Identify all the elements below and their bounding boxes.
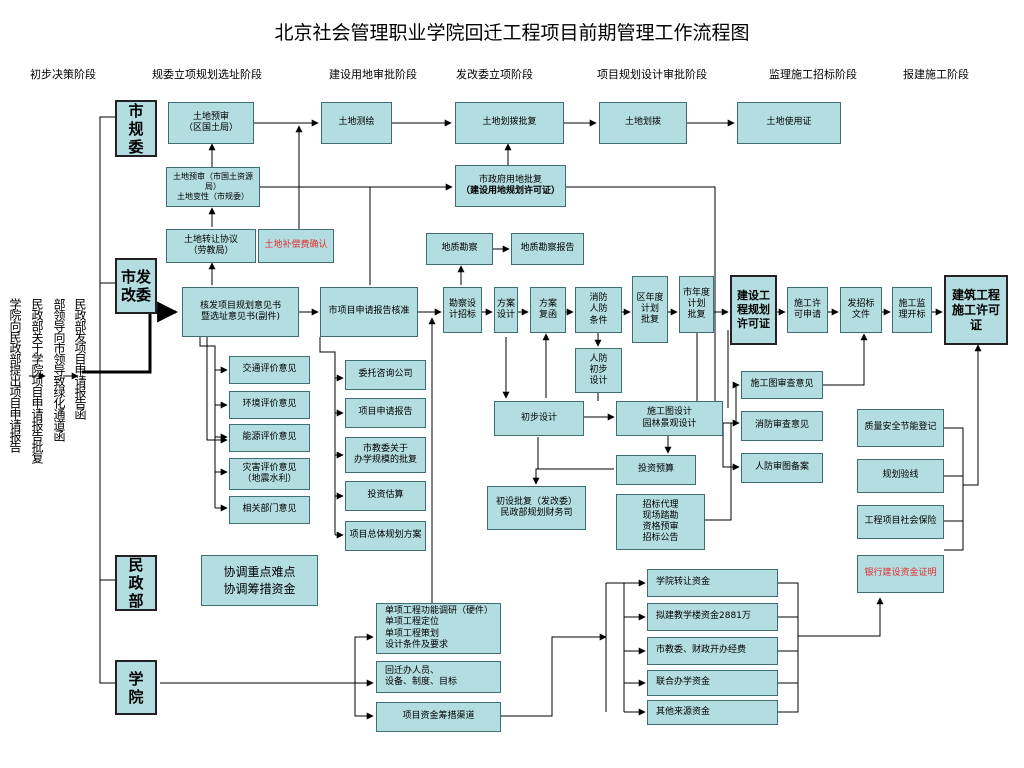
box-tudi-huabo-pifu[interactable]: 土地划拨批复: [455, 102, 564, 144]
agency-shifagaiwei[interactable]: 市发 改委: [115, 258, 157, 314]
box-guihua-yanxian[interactable]: 规划验线: [857, 459, 944, 493]
stage-label-5: 项目规划设计审批阶段: [597, 68, 707, 81]
box-shijiaowei-guimo[interactable]: 市教委关于 办学规模的批复: [345, 437, 426, 473]
box-fa-zhaobiao[interactable]: 发招标 文件: [840, 287, 882, 333]
stage-label-3: 建设用地审批阶段: [329, 68, 417, 81]
left-column-4: 民政部发项目申请报告函: [73, 298, 87, 419]
stage-label-2: 规委立项规划选址阶段: [152, 68, 262, 81]
box-coord-notes[interactable]: 协调重点难点 协调筹措资金: [201, 555, 318, 606]
page-title: 北京社会管理职业学院回迁工程项目前期管理工作流程图: [274, 22, 750, 44]
box-jiaotong[interactable]: 交通评价意见: [229, 356, 310, 384]
box-fangan-sheji[interactable]: 方案 设计: [494, 287, 518, 333]
box-tudi-huabo[interactable]: 土地划拨: [599, 102, 687, 144]
box-zijin-qudao[interactable]: 项目资金筹措渠道: [376, 702, 501, 732]
box-dizhi-kancha[interactable]: 地质勘察: [426, 233, 493, 265]
box-qu-niandu[interactable]: 区年度 计划 批复: [632, 276, 668, 343]
box-shi-niandu[interactable]: 市年度 计划 批复: [679, 276, 714, 333]
shizhengfu-yongdi-line2: （建设用地规划许可证）: [460, 186, 560, 196]
box-zhuanrang-zijin[interactable]: 学院转让资金: [647, 569, 778, 597]
box-yinhang-zhengming[interactable]: 银行建设资金证明: [857, 555, 944, 593]
left-column-2: 民政部关于学院项目申请报告批复: [30, 298, 44, 463]
box-touzi-yusuan[interactable]: 投资预算: [616, 455, 696, 485]
box-renfang-beian[interactable]: 人防审图备案: [741, 453, 823, 483]
box-zhaobiao-daili[interactable]: 招标代理 现场踏勘 资格预审 招标公告: [616, 494, 705, 550]
box-lianhe-zijin[interactable]: 联合办学资金: [647, 670, 778, 696]
box-fangan-fuhan[interactable]: 方案 复函: [530, 287, 566, 333]
box-xiangmu-shenqing-baogao[interactable]: 项目申请报告: [345, 398, 426, 428]
box-danxiang-gongneng[interactable]: 单项工程功能调研（硬件） 单项工程定位 单项工程策划 设计条件及要求: [376, 603, 501, 654]
box-xiaofang-shencha[interactable]: 消防审查意见: [741, 411, 823, 441]
left-column-3: 部领导向市领导致绿化通道函: [52, 298, 66, 441]
stage-label-7: 报建施工阶段: [903, 68, 969, 81]
box-tudi-cehui[interactable]: 土地测绘: [321, 102, 392, 144]
box-tudi-yushen-shi[interactable]: 土地预审（市国土资源局） 土地变性（市规委）: [166, 167, 260, 207]
box-zongti-guihua[interactable]: 项目总体规划方案: [345, 521, 426, 551]
box-shizhengfu-yongdi[interactable]: 市政府用地批复 （建设用地规划许可证）: [455, 165, 566, 207]
box-renfang-chubu[interactable]: 人防 初步 设计: [575, 348, 622, 393]
box-jianshe-guihua-xuke[interactable]: 建设工 程规划 许可证: [730, 275, 777, 345]
box-touzi-gusuan[interactable]: 投资估算: [345, 481, 426, 511]
box-hefa-xuanzhi[interactable]: 核发项目规划意见书 暨选址意见书(副件): [182, 287, 299, 337]
box-shigongtu-shencha[interactable]: 施工图审查意见: [741, 371, 823, 399]
stage-label-1: 初步决策阶段: [30, 68, 96, 81]
box-shigongtu-sheji[interactable]: 施工图设计 园林景观设计: [616, 401, 723, 436]
stage-label-4: 发改委立项阶段: [456, 68, 533, 81]
box-kancha-zhaobiao[interactable]: 勘察设 计招标: [443, 287, 482, 333]
agency-shiguiwei[interactable]: 市 规 委: [115, 100, 157, 157]
box-weituo-zixun[interactable]: 委托咨询公司: [345, 360, 426, 390]
box-nengyuan[interactable]: 能源评价意见: [229, 424, 310, 452]
box-tudi-shiyongzheng[interactable]: 土地使用证: [737, 102, 841, 144]
box-tudi-buchang[interactable]: 土地补偿费确认: [258, 229, 334, 263]
agency-xueyuan[interactable]: 学 院: [115, 660, 157, 715]
box-zaihai[interactable]: 灾害评价意见 （地震水利）: [229, 458, 310, 490]
box-dizhi-baogao[interactable]: 地质勘察报告: [511, 233, 584, 265]
stage-label-6: 监理施工招标阶段: [769, 68, 857, 81]
box-shi-xiangmu-hezhun[interactable]: 市项目申请报告核准: [320, 287, 418, 337]
box-nijian-zijin[interactable]: 拟建教学楼资金2881万: [647, 603, 778, 631]
box-chushe-pifu[interactable]: 初设批复（发改委） 民政部规划财务司: [487, 486, 586, 530]
agency-minzhengbu[interactable]: 民 政 部: [115, 555, 157, 611]
box-shijiaowei-jingfei[interactable]: 市教委、财政开办经费: [647, 637, 778, 665]
box-xiangguan[interactable]: 相关部门意见: [229, 496, 310, 524]
box-xiaofang-tiaojian[interactable]: 消防 人防 条件: [575, 287, 622, 333]
box-shehui-baoxian[interactable]: 工程项目社会保险: [857, 505, 944, 539]
box-huiqian-renyuan[interactable]: 回迁办人员、 设备、制度、目标: [376, 661, 501, 693]
box-shigong-xuke-shenqing[interactable]: 施工许 可申请: [787, 287, 828, 333]
left-column-1: 学院向民政部提出项目申请报告: [8, 298, 22, 452]
box-qita-zijin[interactable]: 其他来源资金: [647, 700, 778, 725]
box-chubu-sheji[interactable]: 初步设计: [494, 401, 584, 436]
box-tudi-yushen-qu[interactable]: 土地预审 （区国土局）: [168, 102, 254, 144]
box-tudi-zhuanrang[interactable]: 土地转让协议 （劳教局）: [166, 229, 256, 263]
box-huanjing[interactable]: 环境评价意见: [229, 391, 310, 419]
box-shigong-jianli-kaibiao[interactable]: 施工监 理开标: [892, 287, 932, 333]
box-jianzhu-shigong-xuke[interactable]: 建筑工程 施工许可证: [944, 275, 1008, 345]
shizhengfu-yongdi-line1: 市政府用地批复: [478, 174, 542, 185]
box-zhiliang-anquan[interactable]: 质量安全节能登记: [857, 409, 944, 447]
